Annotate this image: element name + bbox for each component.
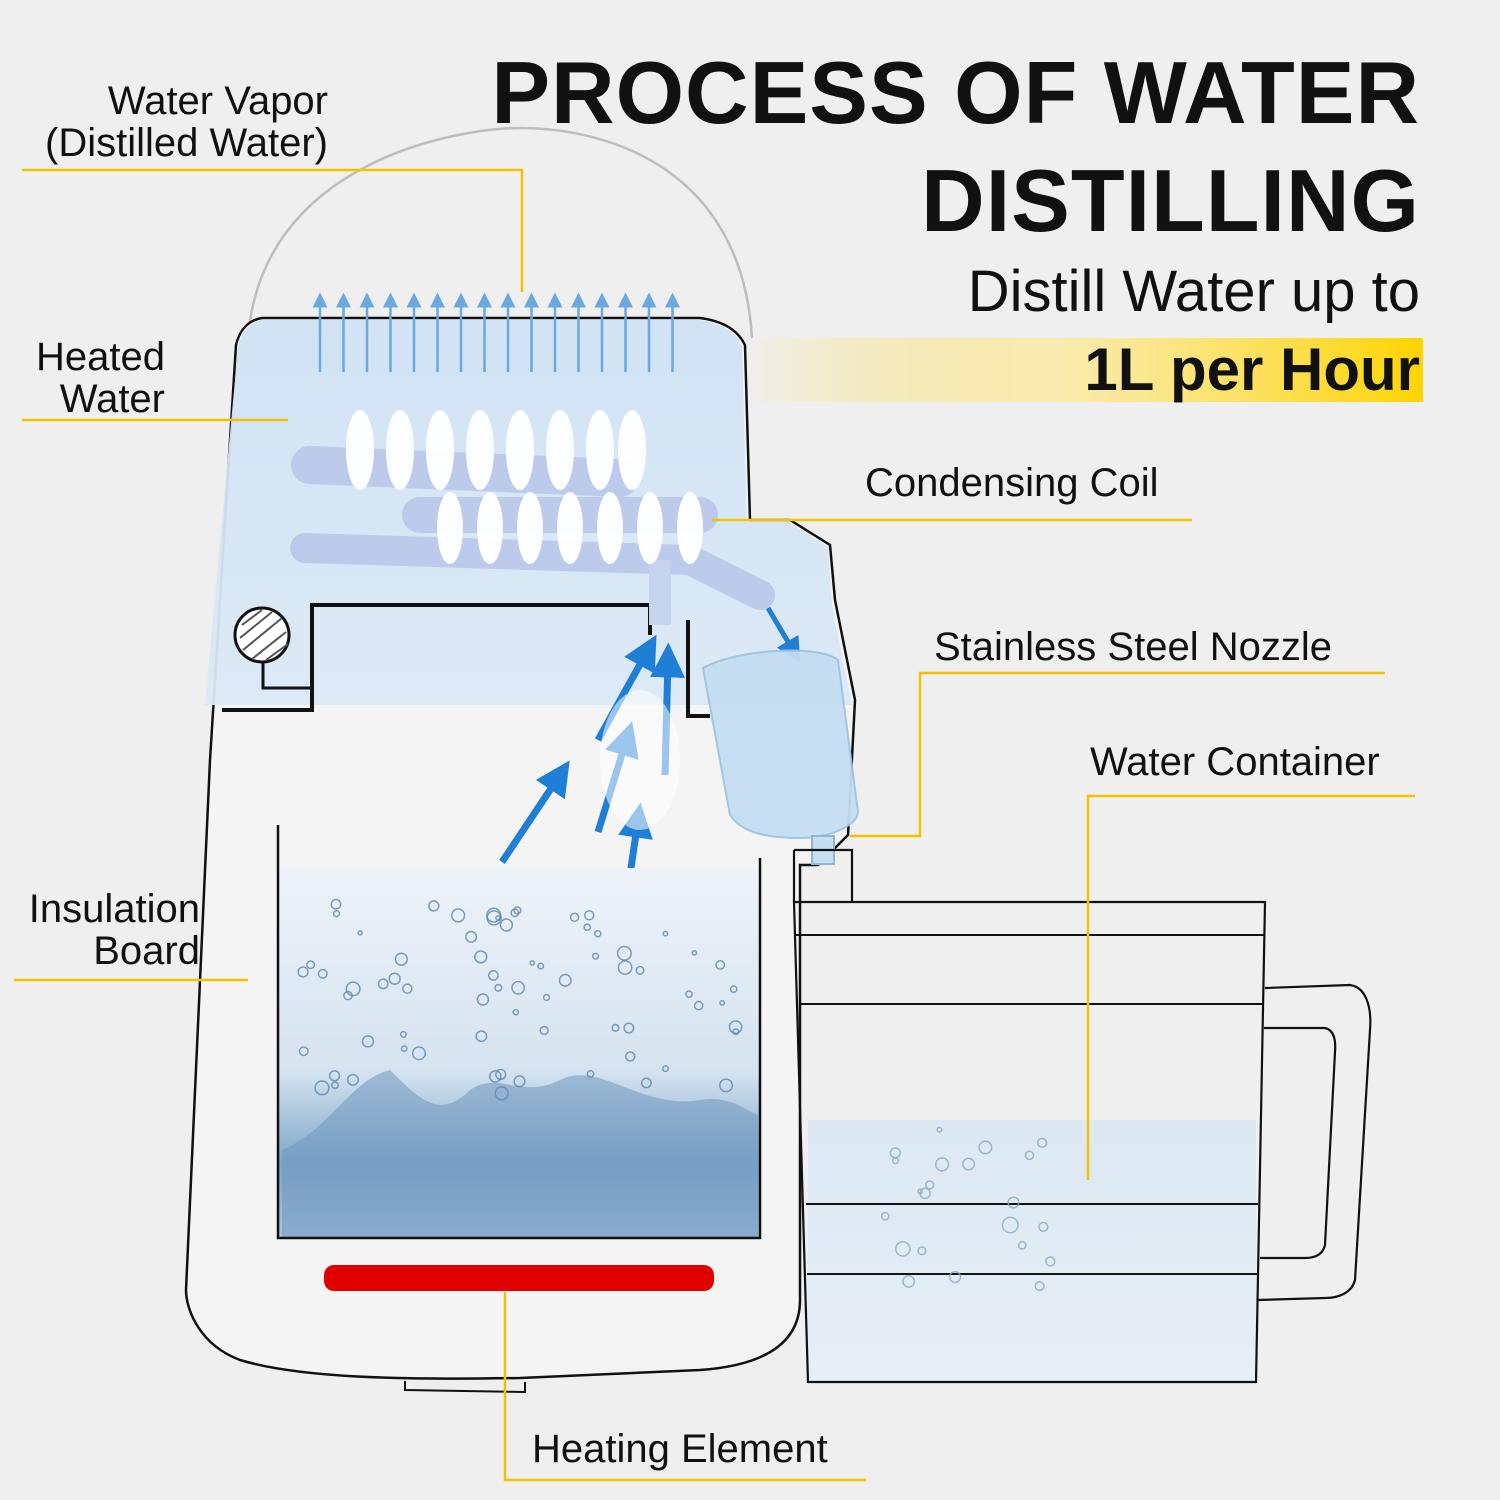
label-heated-water-line-2: Water: [59, 377, 165, 421]
jug-handle: [1257, 983, 1372, 1302]
label-water-vapor-line-2: (Distilled Water): [45, 121, 328, 165]
title-line-1: PROCESS OF WATER: [491, 43, 1420, 142]
label-water-vapor: Water Vapor (Distilled Water): [8, 80, 328, 164]
water-bubbles: [297, 898, 743, 1101]
drip-arrow: [765, 606, 801, 663]
steam-cloud: [600, 690, 680, 830]
subtitle-line-2: 1L per Hour: [1084, 336, 1420, 403]
label-insulation-board-line-1: Insulation: [28, 887, 200, 931]
label-heated-water: Heated Water: [10, 336, 165, 420]
label-heating-element: Heating Element: [532, 1427, 828, 1471]
label-water-vapor-line-1: Water Vapor: [107, 79, 328, 123]
sensor-wire: [261, 655, 312, 690]
water-container: [792, 848, 1372, 1384]
sensor-icon: [233, 606, 291, 664]
collection-cup: [701, 649, 860, 840]
base-feet: [404, 1381, 526, 1394]
condensing-coil: [290, 410, 775, 625]
label-insulation-board: Insulation Board: [6, 888, 200, 972]
title-line-2: DISTILLING: [921, 151, 1420, 250]
label-insulation-board-line-2: Board: [93, 929, 200, 973]
glass-dome: [246, 126, 754, 339]
leader-lines: [14, 168, 1415, 1482]
label-stainless-steel-nozzle: Stainless Steel Nozzle: [934, 625, 1332, 669]
label-heated-water-line-1: Heated: [36, 335, 165, 379]
label-condensing-coil: Condensing Coil: [865, 461, 1159, 505]
vapor-arrows: [312, 292, 680, 372]
label-water-container: Water Container: [1090, 740, 1380, 784]
subtitle-line-1: Distill Water up to: [967, 259, 1420, 324]
inner-frame-right: [686, 620, 710, 718]
water-splash: [282, 1070, 758, 1238]
highlight-band: [740, 338, 1423, 402]
heating-element: [324, 1265, 714, 1291]
boiling-tank: [276, 825, 762, 1240]
